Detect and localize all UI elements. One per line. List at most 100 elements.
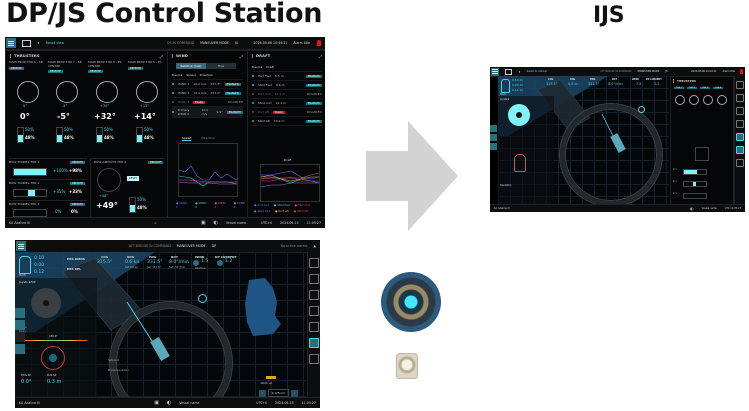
link-icon[interactable]: ∞: [154, 221, 157, 225]
map-view[interactable]: MAIN 0.10 kn 0.00 kn 0.12 kn COG 315.5° …: [498, 76, 669, 206]
mode-button[interactable]: MAIN: [500, 93, 506, 96]
status-tag[interactable]: ENABLED: [226, 110, 243, 114]
status-tag[interactable]: ENABLED: [305, 119, 322, 123]
pos-sp-label[interactable]: POS SP: [47, 374, 57, 377]
crosshair-icon[interactable]: [309, 258, 319, 268]
map-icon[interactable]: [309, 338, 319, 348]
rail-icon[interactable]: [736, 94, 744, 102]
sog-label[interactable]: SOG: [127, 255, 135, 259]
tab-speed[interactable]: Speed: [182, 136, 192, 141]
move-button[interactable]: [15, 308, 25, 318]
move-button[interactable]: [490, 125, 497, 132]
status-tag[interactable]: ENABLED: [305, 83, 322, 87]
tab-thr1[interactable]: THR 1: [674, 87, 685, 89]
tab-thr4[interactable]: THR 4: [713, 87, 724, 89]
thrusters-rail-icon[interactable]: [736, 133, 744, 141]
reset-default-button[interactable]: Reset to default: [526, 70, 548, 73]
rail-icon[interactable]: [736, 81, 744, 89]
camera-icon[interactable]: ▣: [154, 400, 159, 406]
joystick-icon[interactable]: [309, 274, 319, 284]
rail-icon[interactable]: [736, 159, 744, 167]
sog-label[interactable]: SOG: [570, 78, 576, 81]
status-tag[interactable]: DISABLED: [306, 92, 322, 96]
rot-label[interactable]: ROT: [612, 78, 618, 81]
tunnel-thruster-2[interactable]: BOW TUNNEL THR 2 REMOTE +35% +33%: [9, 179, 87, 200]
hdg-sp-label[interactable]: HDG SP: [21, 374, 31, 377]
status-tag[interactable]: DISABLED: [227, 100, 243, 104]
hdg-label[interactable]: HDG: [590, 78, 596, 81]
status-tag[interactable]: ENABLED: [224, 91, 241, 95]
reset-button[interactable]: RESET: [127, 176, 140, 181]
target-icon[interactable]: [198, 294, 207, 303]
status-tag[interactable]: DISABLED: [306, 110, 322, 114]
alarm-bell-icon[interactable]: [740, 69, 743, 74]
vessel-button[interactable]: [490, 134, 497, 141]
rail-icon[interactable]: [736, 120, 744, 128]
mode-button[interactable]: MAIN: [19, 274, 26, 277]
contrast-icon[interactable]: ◐: [213, 220, 218, 226]
pin-icon[interactable]: ✦: [518, 69, 521, 74]
alarm-bell-icon[interactable]: [317, 40, 321, 46]
joystick-pad[interactable]: [31, 288, 61, 318]
tab-direction[interactable]: Direction: [201, 136, 215, 140]
contrast-icon[interactable]: ◐: [166, 400, 172, 406]
expand-icon[interactable]: ⤢: [159, 54, 163, 59]
rail-icon[interactable]: [736, 107, 744, 115]
alarm-list-icon[interactable]: [309, 322, 319, 332]
reset-view-button[interactable]: Reset view: [45, 41, 65, 45]
alarm-title[interactable]: Alarm title: [293, 41, 310, 45]
tunnel-thruster-3[interactable]: BOW TUNNEL THR 3 REMOTE 0% 0%: [9, 200, 87, 217]
north-up-label[interactable]: North up: [260, 382, 272, 385]
target-icon[interactable]: [638, 106, 645, 113]
tab-thr3[interactable]: THR 3: [700, 87, 711, 89]
ship-button[interactable]: [490, 143, 497, 150]
thruster-card[interactable]: MAIN PROP THR 6 - SB REMOTE 0° 0° 50% 48…: [9, 60, 46, 156]
map-view[interactable]: MAIN 0.10 0.00 0.12 PRS DMNS PRS REL COG…: [15, 252, 306, 408]
thruster-icon[interactable]: [309, 290, 319, 300]
toggle-true[interactable]: True: [217, 64, 225, 68]
menu-icon[interactable]: [491, 67, 499, 76]
thruster-card[interactable]: MAIN PROP THR 7 - SB CENTRE REMOTE -5° -…: [48, 60, 85, 156]
azimuth-thruster[interactable]: BOW AZIMUTH THR 4 REMOTE RESET +48° +49°…: [90, 158, 165, 217]
rot-label[interactable]: ROT: [171, 255, 178, 259]
zoom-out-button[interactable]: ‹: [258, 389, 266, 397]
zoom-in-button[interactable]: ›: [291, 389, 298, 397]
status-tag[interactable]: ENABLED: [224, 82, 241, 86]
menu-icon[interactable]: [6, 38, 16, 48]
expand-icon[interactable]: ⤢: [239, 54, 243, 59]
contrast-icon[interactable]: ◐: [690, 206, 694, 211]
joystick-pad[interactable]: [508, 104, 530, 126]
layout-icon[interactable]: [22, 39, 31, 47]
bell-icon[interactable]: ▲: [313, 244, 316, 248]
sync-rail-icon[interactable]: [736, 146, 744, 154]
toggle-relative[interactable]: Relative (raw): [176, 63, 206, 69]
camera-icon[interactable]: ▣: [200, 220, 206, 226]
vessel-button[interactable]: [15, 320, 25, 330]
thruster-card[interactable]: MAIN PROP THR 5 - PS REMOTE +15° +14° 50…: [128, 60, 165, 156]
thruster-card[interactable]: MAIN PROP THR 8 - PS CENTRE REMOTE +30° …: [88, 60, 125, 156]
layout-icon[interactable]: [505, 68, 512, 75]
alarm-title[interactable]: Alarm title: [722, 70, 735, 73]
status-tag[interactable]: ENABLED: [305, 101, 322, 105]
screen-icon[interactable]: [309, 354, 319, 364]
tab-thr2[interactable]: THR 2: [687, 87, 698, 89]
expand-icon[interactable]: ⤢: [318, 54, 322, 59]
anchor-button[interactable]: [15, 332, 25, 342]
status-tag[interactable]: ENABLED: [305, 74, 322, 78]
tunnel-thruster-1[interactable]: BOW TUNNEL THR 1 REMOTE +100% +98%: [9, 158, 87, 179]
wind-mode-toggle[interactable]: Relative (raw) True: [176, 63, 236, 69]
pin-icon[interactable]: ✦: [37, 41, 40, 45]
chart-icon[interactable]: [309, 306, 319, 316]
ship-button[interactable]: [15, 344, 25, 354]
hdg-label[interactable]: HDG: [149, 255, 157, 259]
